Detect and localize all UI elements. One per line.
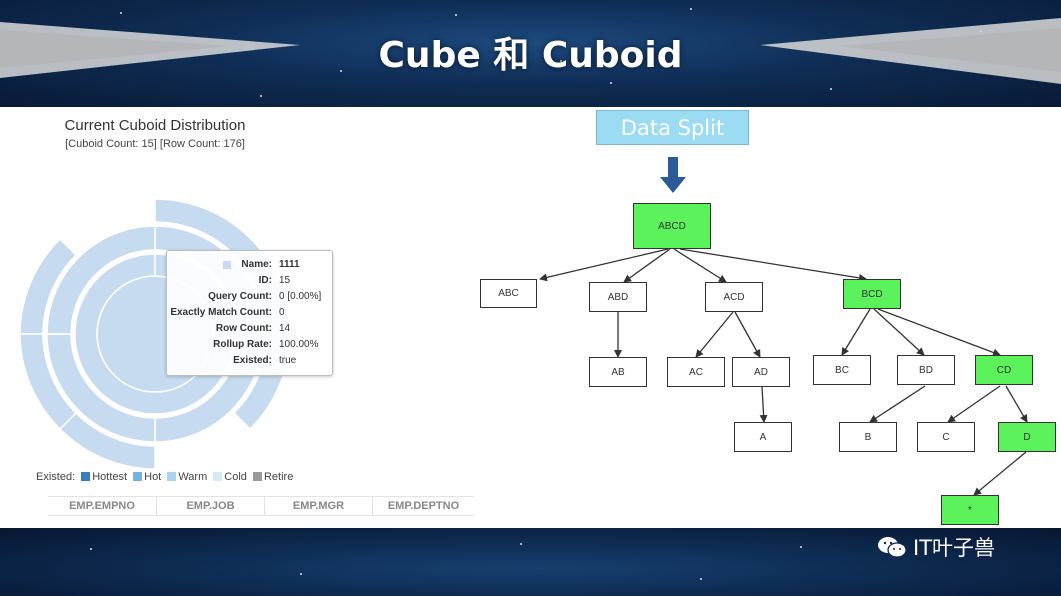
edge-abcd-abc (539, 248, 669, 282)
tooltip-value: 0 (279, 307, 285, 318)
legend-swatch-retire (252, 472, 262, 481)
existed-legend: Existed: Hottest Hot Warm Cold Retire (36, 471, 293, 483)
slide-title: Cube 和 Cuboid (378, 35, 683, 76)
node-c: C (917, 422, 975, 452)
tooltip-key: Query Count: (208, 291, 272, 302)
tooltip-row-existed: Existed: true (167, 355, 334, 369)
node-d: D (998, 422, 1056, 452)
dimension-column-headers: EMP.EMPNO EMP.JOB EMP.MGR EMP.DEPTNO (48, 496, 474, 516)
tooltip-key: Existed: (233, 355, 272, 366)
tooltip-value: 1111 (279, 259, 300, 270)
tooltip-row-name: Name: 1111 (167, 259, 334, 273)
node-acd: ACD (705, 282, 763, 312)
tooltip-row-exact-match: Exactly Match Count: 0 (167, 307, 334, 321)
edge-cd-c (947, 385, 1001, 423)
slide-header: Cube 和 Cuboid (0, 0, 1061, 107)
sunburst-ring-3f (19, 333, 78, 431)
edge-acd-ac (695, 311, 734, 358)
down-arrow-icon (660, 157, 686, 193)
node-ab: AB (589, 357, 647, 387)
column-header-empno[interactable]: EMP.EMPNO (69, 500, 135, 512)
tooltip-key: Name: (241, 259, 272, 270)
edge-ad-a (759, 386, 768, 423)
edge-acd-ad (734, 311, 761, 358)
tooltip-key: Exactly Match Count: (170, 307, 272, 318)
sunburst-ring-2d (46, 225, 156, 335)
legend-item-warm[interactable]: Warm (178, 471, 208, 483)
column-header-deptno[interactable]: EMP.DEPTNO (372, 497, 474, 515)
legend-swatch-hot (133, 472, 143, 481)
tooltip-row-row-count: Row Count: 14 (167, 323, 334, 337)
tooltip-value: 14 (279, 323, 291, 334)
edge-bd-b (869, 385, 926, 423)
edge-d-star (973, 451, 1027, 496)
cuboid-tooltip: Name: 1111 ID: 15 Query Count: 0 [0.00%]… (166, 250, 333, 376)
chart-title: Current Cuboid Distribution (64, 117, 246, 134)
column-header-job[interactable]: EMP.JOB (156, 497, 264, 515)
node-abcd: ABCD (633, 203, 711, 249)
column-header-mgr[interactable]: EMP.MGR (264, 497, 372, 515)
legend-item-retire[interactable]: Retire (263, 471, 294, 483)
node-bc: BC (813, 355, 871, 385)
tooltip-key: Rollup Rate: (213, 339, 272, 350)
chart-subtitle: [Cuboid Count: 15] [Row Count: 176] (65, 138, 245, 150)
node-cd: CD (975, 355, 1033, 385)
brand-text: IT叶子兽 (913, 536, 996, 560)
tooltip-value: true (279, 355, 297, 366)
node-bd: BD (897, 355, 955, 385)
slide-content: Current Cuboid Distribution [Cuboid Coun… (0, 107, 1061, 528)
tooltip-value: 0 [0.00%] (279, 291, 322, 302)
node-ac: AC (667, 357, 725, 387)
tooltip-color-swatch (223, 261, 231, 269)
edge-cd-d (1005, 385, 1028, 423)
tooltip-row-query-count: Query Count: 0 [0.00%] (167, 291, 334, 305)
legend-swatch-warm (167, 472, 177, 481)
tooltip-value: 15 (279, 275, 291, 286)
data-split-box: Data Split (596, 110, 749, 145)
legend-item-cold[interactable]: Cold (224, 471, 247, 483)
edge-abcd-acd (673, 248, 727, 283)
legend-label: Existed: (36, 471, 76, 483)
node-bcd: BCD (843, 279, 901, 309)
legend-item-hottest[interactable]: Hottest (92, 471, 128, 483)
edge-bcd-bc (841, 308, 871, 356)
header-decoration (0, 18, 1061, 84)
tooltip-key: Row Count: (215, 323, 272, 334)
edge-bcd-bd (873, 308, 925, 356)
node-b: B (839, 422, 897, 452)
edge-bcd-cd (877, 308, 1001, 357)
node-ad: AD (732, 357, 790, 387)
wechat-icon (878, 537, 907, 558)
node-star: * (941, 495, 999, 525)
tooltip-key: ID: (258, 275, 272, 286)
node-a: A (734, 422, 792, 452)
tooltip-row-rollup-rate: Rollup Rate: 100.00% (167, 339, 334, 353)
sunburst-ring-3e (19, 237, 78, 335)
legend-swatch-hottest (81, 472, 91, 481)
legend-item-hot[interactable]: Hot (144, 471, 162, 483)
edge-abcd-abd (623, 248, 671, 283)
node-abc: ABC (480, 279, 537, 308)
brand-watermark: IT叶子兽 (877, 534, 995, 560)
tooltip-row-id: ID: 15 (167, 275, 334, 289)
legend-swatch-cold (213, 472, 223, 481)
edge-abcd-bcd (679, 248, 867, 282)
tooltip-value: 100.00% (279, 339, 319, 350)
cuboid-tree-edges (539, 157, 1028, 496)
node-abd: ABD (589, 282, 647, 312)
